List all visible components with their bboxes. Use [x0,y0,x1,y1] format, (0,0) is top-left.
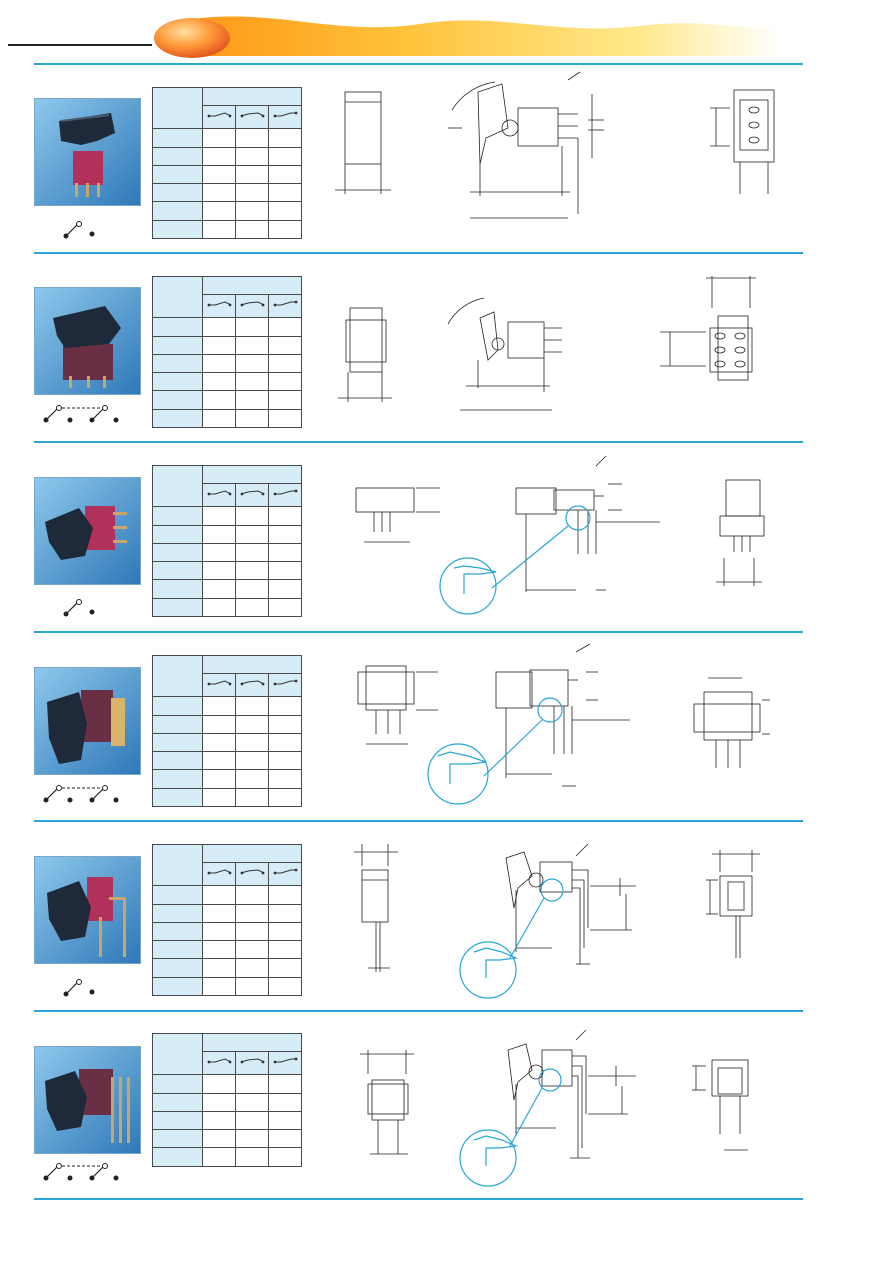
dimension-drawing [335,71,775,219]
product-photo-long-pin [34,856,141,964]
circuit-symbol-spdt [63,221,95,239]
dimension-drawing [357,643,770,805]
spec-table [152,1032,303,1167]
spec-table [152,86,303,240]
section-divider [34,1010,803,1012]
dimension-drawing [354,843,760,999]
circuit-symbol-dpdt [43,405,119,423]
spec-table [152,275,303,429]
header-orb [154,18,230,58]
circuit-symbol-spdt [63,599,95,617]
section-divider [34,252,803,254]
product-photo-right-angle [34,477,141,585]
section-divider [34,441,803,443]
section-divider [34,820,803,822]
header-band [8,16,780,58]
section-divider [34,63,803,65]
product-photo-right-angle-double [34,667,141,775]
section-divider [34,631,803,633]
product-photo-long-pin-double [34,1046,141,1154]
spec-table [152,654,303,808]
section-divider [34,1198,803,1200]
dimension-drawing [355,455,765,615]
spec-table [152,464,303,618]
product-photo-vertical [34,98,141,206]
circuit-symbol-dpdt [43,1163,119,1181]
dimension-drawing [360,1029,749,1187]
dimension-drawing [338,276,756,411]
circuit-symbol-spdt [63,979,95,997]
circuit-symbol-dpdt [43,785,119,803]
spec-table [152,843,303,997]
header-wave [200,16,780,56]
product-photo-vertical-double [34,287,141,395]
